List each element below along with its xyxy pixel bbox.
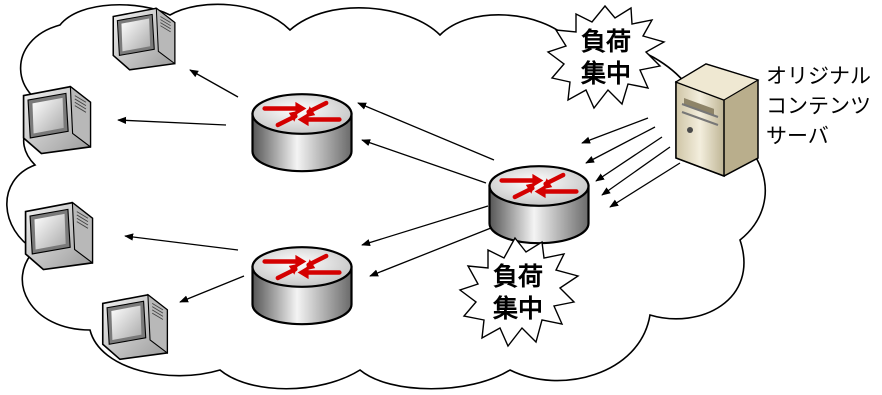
origin-server-label: オリジナル コンテンツ サーバ	[766, 64, 871, 148]
origin-server-label-line2: コンテンツ	[766, 94, 871, 118]
server-icon	[674, 63, 760, 178]
cloud-shape	[6, 3, 766, 390]
monitor-icon-2	[22, 85, 92, 155]
router-upper	[253, 94, 352, 171]
origin-server-label-line1: オリジナル	[766, 64, 871, 88]
server-to-router-arrows	[581, 117, 681, 208]
router-to-lower-router-arrows	[361, 205, 497, 277]
router-lower	[253, 247, 352, 324]
load-burst-lower: 負荷 集中	[458, 236, 580, 348]
load-burst-upper: 負荷 集中	[546, 4, 666, 110]
monitor-icon-4	[101, 294, 169, 361]
router-center	[490, 166, 589, 243]
router-to-upper-router-arrows	[357, 102, 495, 184]
load-label-upper-line1: 負荷	[581, 27, 631, 56]
origin-server-label-line3: サーバ	[766, 124, 829, 148]
load-label-upper-line2: 集中	[580, 59, 631, 88]
monitor-icon-1	[112, 7, 176, 71]
load-label-lower-line2: 集中	[492, 294, 543, 323]
load-label-lower-line1: 負荷	[493, 262, 543, 291]
router-to-client-arrows	[117, 69, 245, 303]
monitor-icon-3	[24, 201, 94, 271]
